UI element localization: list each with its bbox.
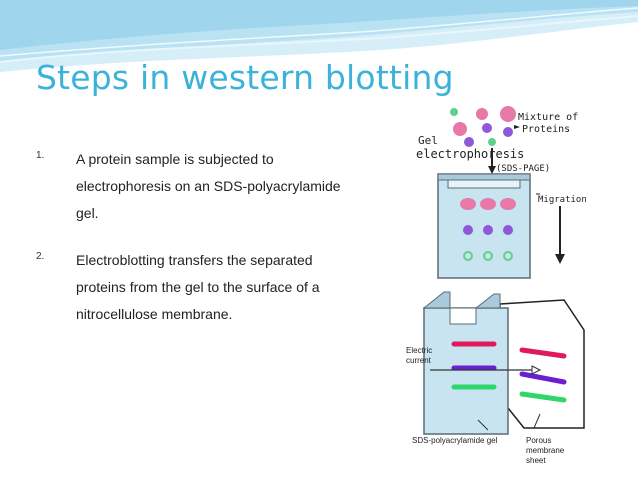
step-number: 2. <box>36 251 45 262</box>
list-item: 2. Electroblotting transfers the separat… <box>36 247 366 328</box>
blot-transfer-assembly <box>422 291 585 435</box>
electric-label-line2: current <box>406 356 432 365</box>
step-text: A protein sample is subjected to electro… <box>76 151 341 221</box>
mixture-label-line2: Proteins <box>522 124 570 135</box>
migration-label: Migration <box>538 195 587 205</box>
protein-mixture <box>450 106 516 147</box>
slide-title: Steps in western blotting <box>36 58 454 97</box>
gel-label-line1: Gel <box>418 134 438 147</box>
sds-gel-label: SDS-polyacrylamide gel <box>412 436 498 445</box>
header-wave-decoration <box>0 0 638 72</box>
gel-label-line3: (SDS-PAGE) <box>496 164 550 174</box>
gel-label-line2: electrophoresis <box>416 147 524 161</box>
list-item: 1. A protein sample is subjected to elec… <box>36 146 366 227</box>
steps-list: 1. A protein sample is subjected to elec… <box>36 146 366 348</box>
porous-label-line2: membrane <box>526 446 565 455</box>
step-text: Electroblotting transfers the separated … <box>76 252 320 322</box>
step-number: 1. <box>36 150 45 161</box>
gel-electrophoresis-slab <box>437 173 531 279</box>
western-blot-diagram: Mixture of Proteins Gel electrophoresis … <box>406 106 587 465</box>
electric-label-line1: Electric <box>406 346 432 355</box>
porous-label-line1: Porous <box>526 436 551 445</box>
porous-label-line3: sheet <box>526 456 546 465</box>
mixture-label-line1: Mixture of <box>518 112 578 123</box>
